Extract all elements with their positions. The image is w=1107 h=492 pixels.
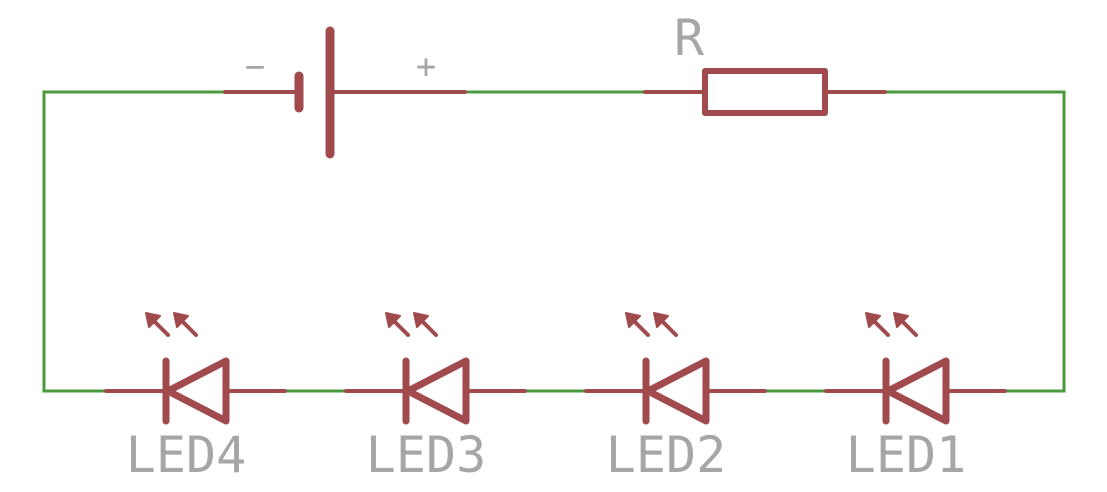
led-diode-triangle bbox=[884, 357, 950, 425]
resistor: R bbox=[643, 9, 887, 116]
led-light-arrow-icon bbox=[385, 312, 410, 337]
led-label: LED4 bbox=[126, 426, 246, 484]
led: LED3 bbox=[344, 312, 527, 484]
led-light-arrow-icon bbox=[173, 312, 198, 337]
led-light-arrow-icon bbox=[653, 312, 678, 337]
wire-left-loop bbox=[42, 90, 227, 393]
led-chain: LED4 LED3 LED2 LED1 bbox=[104, 312, 1007, 484]
led-light-arrow-icon bbox=[893, 312, 918, 337]
wire-right-loop bbox=[883, 90, 1066, 393]
led-light-arrow-icon bbox=[865, 312, 890, 337]
led-label: LED3 bbox=[366, 426, 486, 484]
led: LED1 bbox=[824, 312, 1007, 484]
battery-minus-label: − bbox=[245, 47, 265, 87]
led-diode-triangle bbox=[404, 357, 470, 425]
led-label: LED2 bbox=[606, 426, 726, 484]
resistor-body bbox=[702, 68, 828, 116]
battery-plus-label: + bbox=[416, 47, 436, 87]
led-light-arrow-icon bbox=[145, 312, 170, 337]
led-diode-triangle bbox=[164, 357, 230, 425]
led-light-arrow-icon bbox=[625, 312, 650, 337]
led: LED4 bbox=[104, 312, 287, 484]
led: LED2 bbox=[584, 312, 767, 484]
resistor-label: R bbox=[674, 9, 705, 67]
battery: − + bbox=[223, 26, 467, 159]
wires bbox=[42, 90, 1066, 393]
led-diode-triangle bbox=[644, 357, 710, 425]
led-light-arrow-icon bbox=[413, 312, 438, 337]
led-label: LED1 bbox=[846, 426, 966, 484]
